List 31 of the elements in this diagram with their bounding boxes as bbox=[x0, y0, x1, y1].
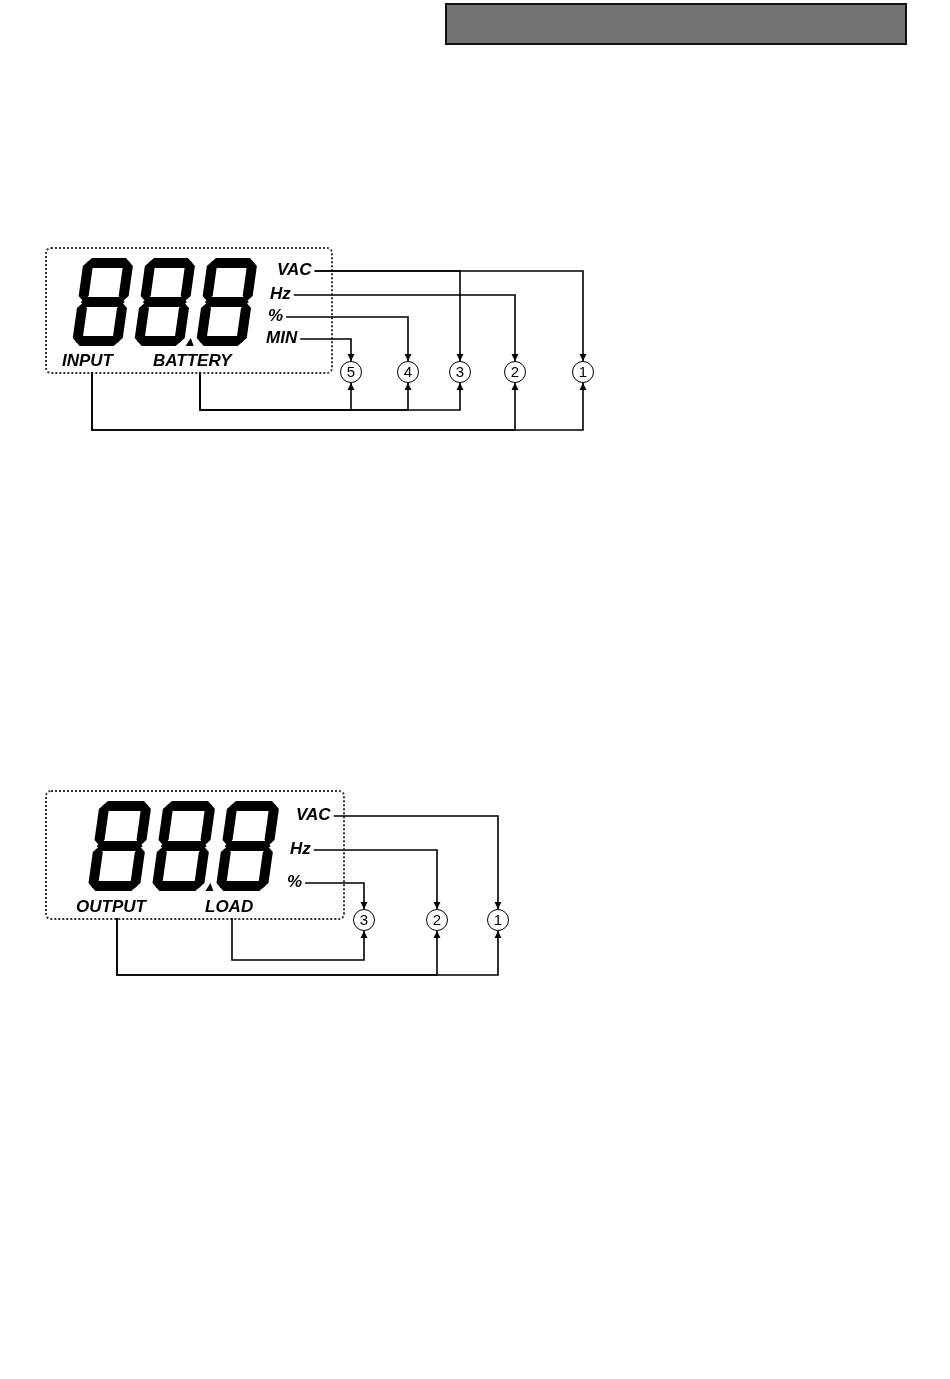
display-label: % bbox=[287, 873, 303, 891]
arrow bbox=[304, 882, 368, 910]
callout-circle: 1 bbox=[572, 361, 594, 383]
arrow bbox=[313, 270, 587, 362]
callout-circle: 3 bbox=[353, 909, 375, 931]
display-label: VAC bbox=[296, 806, 331, 824]
arrow bbox=[231, 917, 368, 961]
arrow bbox=[332, 815, 502, 910]
callout-circle: 3 bbox=[449, 361, 471, 383]
arrow bbox=[312, 849, 441, 910]
display-label: OUTPUT bbox=[76, 898, 146, 916]
arrow bbox=[292, 294, 519, 362]
callout-circle: 4 bbox=[397, 361, 419, 383]
display-label: MIN bbox=[266, 329, 298, 347]
lcd-panel bbox=[45, 247, 333, 374]
lcd-panel bbox=[45, 790, 345, 920]
display-label: LOAD bbox=[205, 898, 254, 916]
display-label: % bbox=[268, 307, 284, 325]
callout-circle: 1 bbox=[487, 909, 509, 931]
callout-circle: 5 bbox=[340, 361, 362, 383]
arrow bbox=[116, 917, 502, 976]
arrow bbox=[285, 316, 412, 362]
display-label: Hz bbox=[290, 840, 311, 858]
display-label: BATTERY bbox=[153, 352, 232, 370]
display-label: VAC bbox=[277, 261, 312, 279]
arrow bbox=[199, 371, 464, 411]
display-label: Hz bbox=[270, 285, 291, 303]
arrow bbox=[299, 338, 355, 362]
callout-circle: 2 bbox=[426, 909, 448, 931]
display-label: INPUT bbox=[62, 352, 113, 370]
callout-circle: 2 bbox=[504, 361, 526, 383]
